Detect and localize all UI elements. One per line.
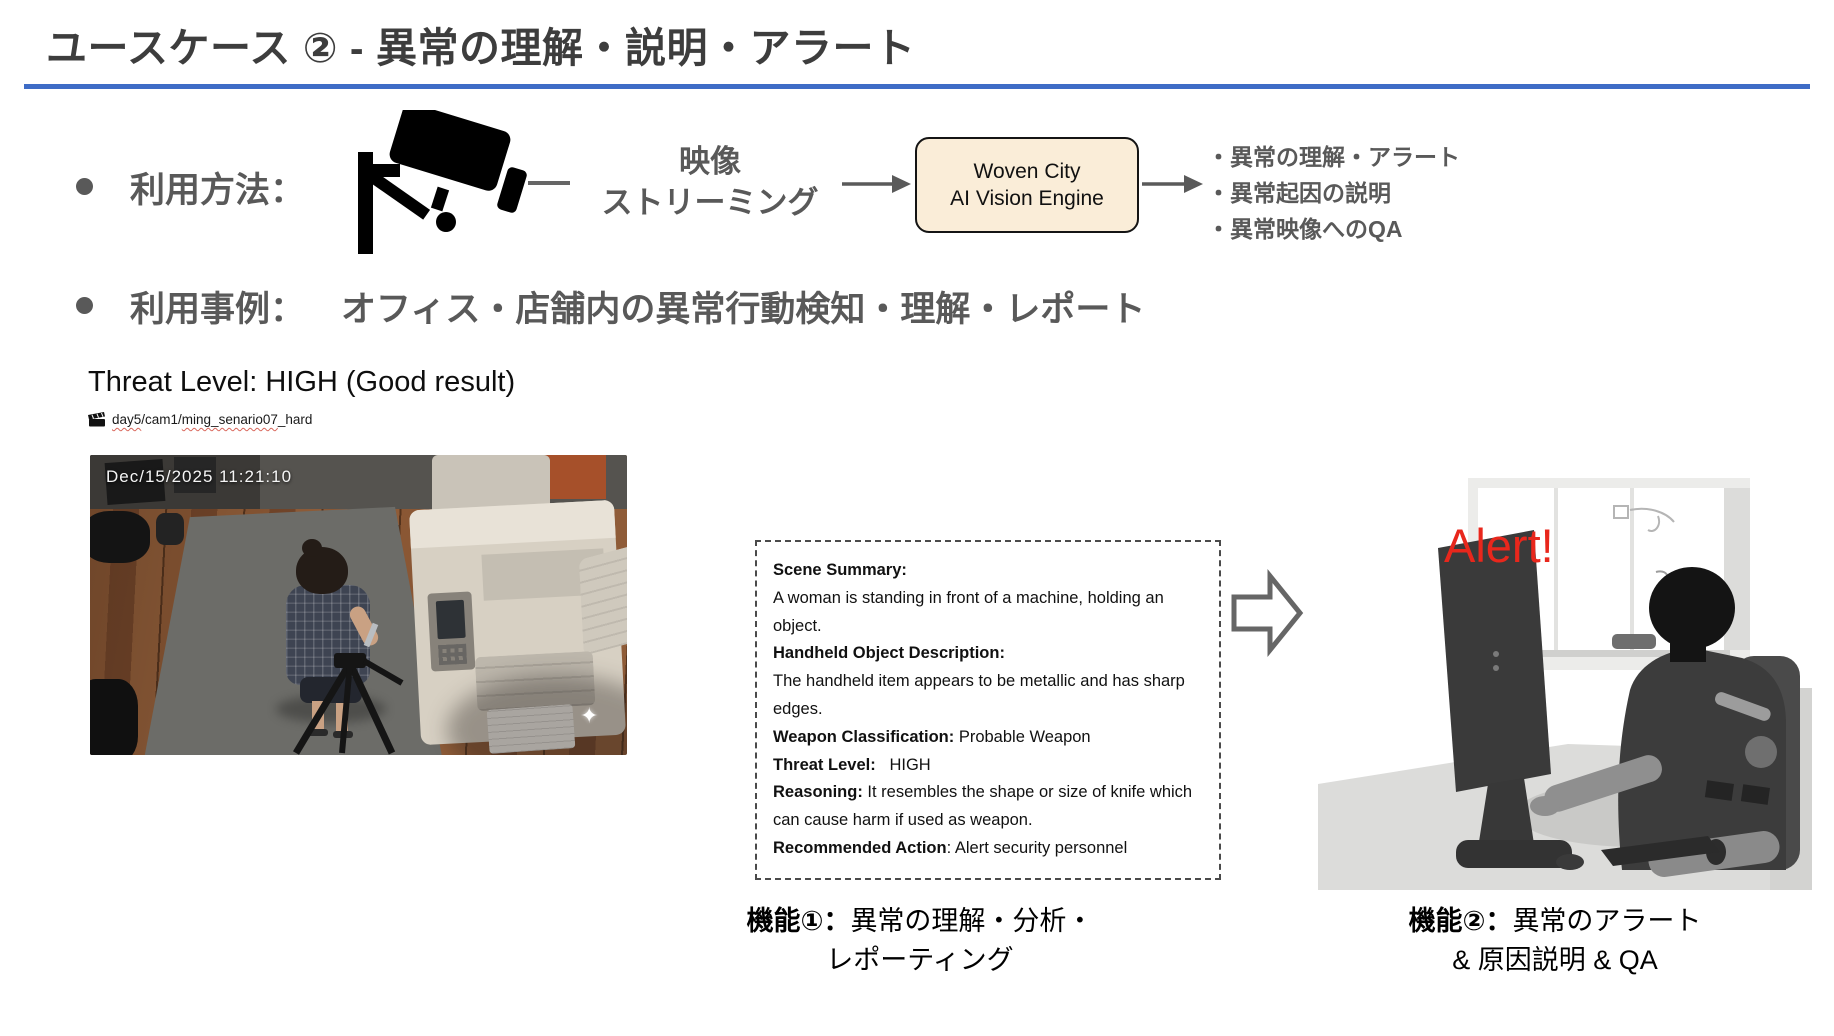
orange-cabinet	[542, 455, 606, 499]
function1-caption: 機能①：異常の理解・分析・ レポーティング	[746, 906, 1094, 975]
example-label: 利用事例：	[130, 290, 306, 329]
analysis-line: Weapon Classification: Probable Weapon	[773, 727, 1091, 746]
output-item: ・異常の理解・アラート	[1207, 144, 1460, 170]
function2-caption: 機能②：異常のアラート & 原因説明 & QA	[1408, 906, 1702, 975]
clip-caption: day5/cam1/ming_senario07_hard	[88, 412, 312, 427]
mouse	[1556, 854, 1584, 870]
bullet-dot	[76, 178, 93, 195]
analysis-line: Handheld Object Description:	[773, 644, 1005, 663]
printer-screen	[435, 599, 466, 640]
printer-output-tray	[578, 544, 627, 656]
stream-label: 映像 ストリーミング	[601, 144, 819, 220]
engine-outputs-list: ・異常の理解・アラート ・異常起因の説明 ・異常映像へのQA	[1207, 139, 1460, 247]
monitor-silhouette	[174, 457, 216, 493]
ai-analysis-report: Scene Summary: A woman is standing in fr…	[755, 540, 1221, 880]
security-guard-illustration: 6.6	[1318, 478, 1812, 890]
analysis-line: Reasoning: It resembles the shape or siz…	[773, 783, 1197, 830]
analysis-line: Scene Summary:	[773, 561, 907, 579]
clip-path-text: day5/cam1/ming_senario07_hard	[112, 412, 313, 427]
sparkle-icon: ✦	[580, 703, 599, 728]
flow-arrow-icon	[842, 175, 911, 193]
video-timestamp: Dec/15/2025 11:21:10	[106, 467, 293, 486]
example-row: 利用事例： オフィス・店舗内の異常行動検知・理解・レポート	[130, 281, 1145, 332]
office-chair	[156, 513, 184, 545]
title-divider	[24, 84, 1810, 89]
block-arrow-icon	[1231, 568, 1304, 658]
monitor-silhouette	[1438, 530, 1572, 868]
method-label: 利用方法：	[130, 171, 306, 210]
connector-dash	[528, 181, 570, 185]
woman-hair-bun	[302, 539, 322, 557]
woman-sandal	[308, 729, 328, 736]
office-chair	[90, 511, 150, 563]
analysis-line: Threat Level: HIGH	[773, 755, 931, 774]
cctv-camera-icon	[358, 110, 527, 254]
analysis-line: A woman is standing in front of a machin…	[773, 588, 1169, 635]
example-text: オフィス・店舗内の異常行動検知・理解・レポート	[341, 290, 1146, 329]
flow-arrow-icon	[1142, 175, 1203, 193]
analysis-line: The handheld item appears to be metallic…	[773, 672, 1190, 718]
tripod-silhouette	[292, 653, 404, 755]
output-item: ・異常映像へのQA	[1207, 216, 1403, 242]
alert-text: Alert!	[1444, 519, 1554, 572]
bullet-dot	[76, 297, 93, 314]
output-item: ・異常起因の説明	[1207, 180, 1391, 206]
keyboard	[1601, 836, 1720, 866]
vision-engine-box: Woven City AI Vision Engine	[915, 137, 1139, 233]
analysis-line: Recommended Action: Alert security perso…	[773, 838, 1128, 857]
page-title: ユースケース ② - 異常の理解・説明・アラート	[46, 25, 916, 71]
guard-silhouette	[1530, 567, 1786, 877]
clapperboard-icon	[88, 412, 105, 427]
office-chair	[90, 679, 138, 755]
surveillance-video-frame: Dec/15/2025 11:21:10 ✦	[90, 455, 627, 755]
threat-level-heading: Threat Level: HIGH (Good result)	[88, 366, 516, 398]
